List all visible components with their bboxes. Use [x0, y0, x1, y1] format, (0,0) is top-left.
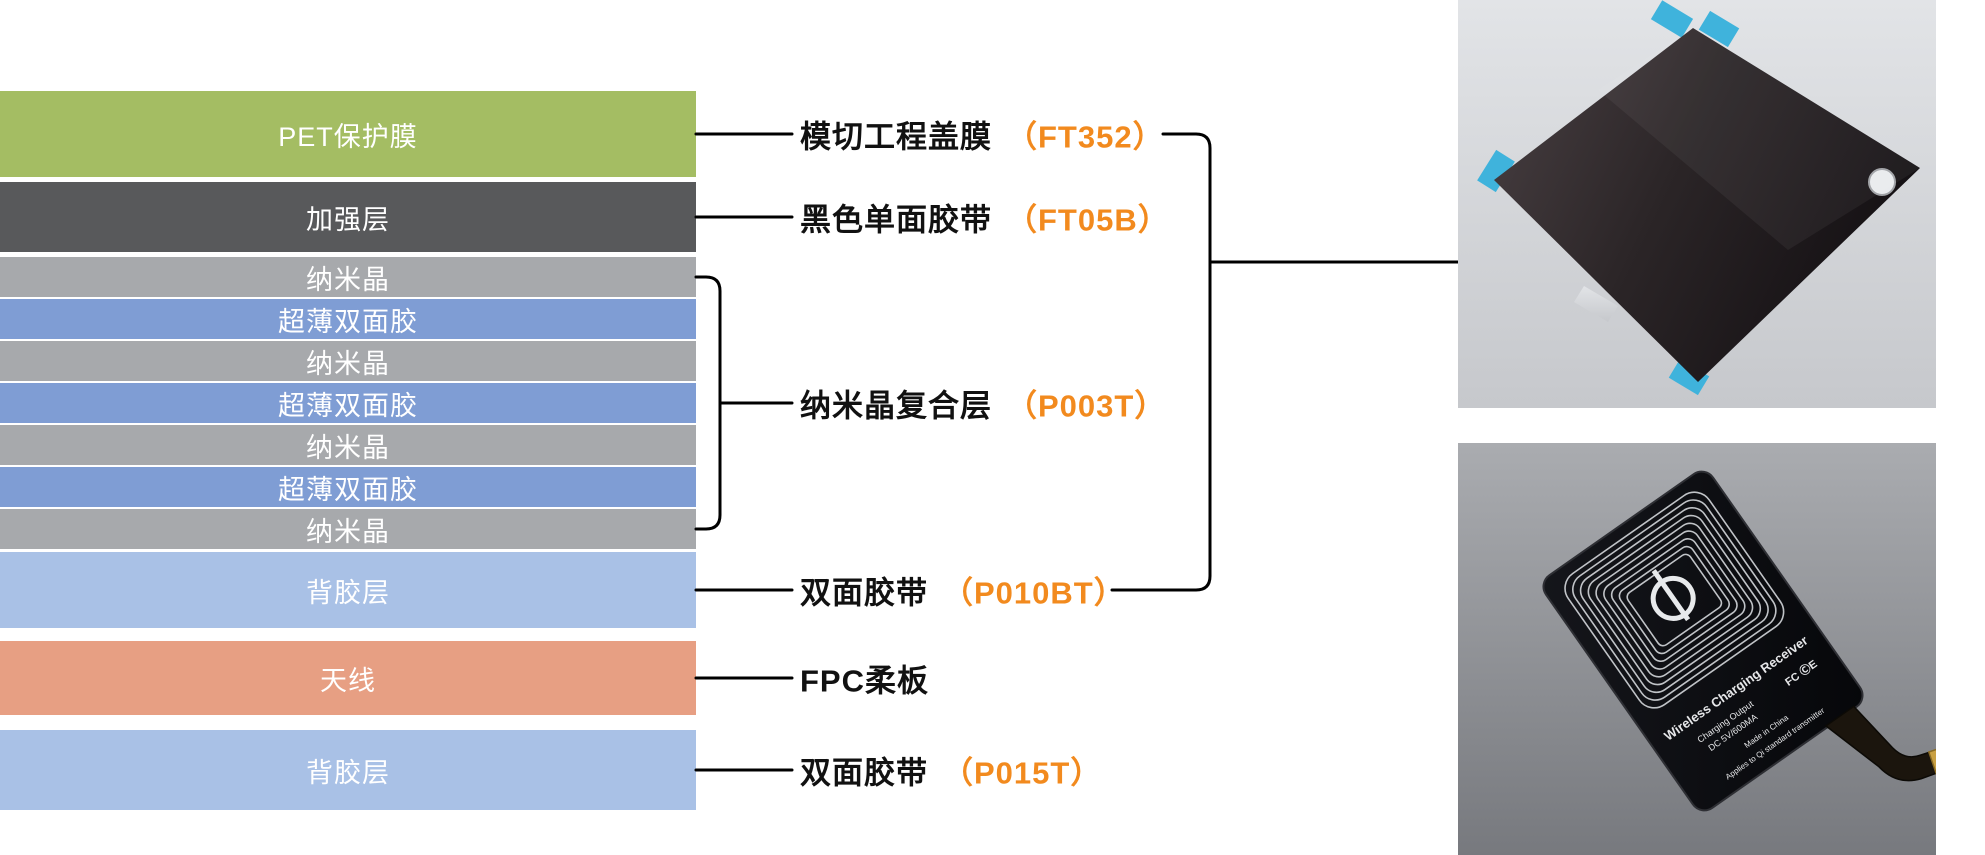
layer-row-2: 纳米晶: [0, 257, 696, 297]
layer-label: 背胶层: [306, 757, 390, 788]
callout-label-4: FPC柔板: [800, 656, 943, 701]
layer-label: 纳米晶: [306, 432, 390, 463]
callout-part: （FT352）: [1006, 119, 1165, 155]
callout-part: （FT05B）: [1006, 202, 1170, 238]
qi-logo-icon: [1650, 569, 1696, 622]
layer-row-7: 超薄双面胶: [0, 467, 696, 507]
layer-row-6: 纳米晶: [0, 425, 696, 465]
layer-label: 背胶层: [306, 577, 390, 608]
layer-label: PET保护膜: [278, 121, 418, 152]
layer-row-0: PET保护膜: [0, 91, 696, 177]
callout-label-1: 黑色单面胶带 （FT05B）: [800, 195, 1170, 240]
callout-name: 纳米晶复合层: [800, 388, 992, 424]
layer-row-8: 纳米晶: [0, 509, 696, 549]
callout-label-0: 模切工程盖膜 （FT352）: [800, 112, 1165, 157]
wireless-receiver-illustration: Wireless Charging Receiver Charging Outp…: [1458, 443, 1936, 855]
layer-label: 天线: [320, 665, 376, 696]
callout-name: 黑色单面胶带: [800, 202, 992, 238]
layer-label: 超薄双面胶: [278, 306, 418, 337]
layer-row-3: 超薄双面胶: [0, 299, 696, 339]
callout-label-3: 双面胶带 （P010BT）: [800, 568, 1126, 613]
layer-label: 纳米晶: [306, 264, 390, 295]
nanocrystalline-sheet-illustration: [1458, 0, 1936, 408]
nanocrystalline-sheet-photo: [1458, 0, 1936, 408]
nano-group-bracket: [694, 275, 722, 531]
callout-label-2: 纳米晶复合层 （P003T）: [800, 381, 1166, 426]
nanocrystalline-sheet: [1494, 28, 1920, 382]
receiver-card-group: Wireless Charging Receiver Charging Outp…: [1542, 470, 1936, 812]
callout-part: （P015T）: [942, 755, 1103, 791]
layer-label: 纳米晶: [306, 348, 390, 379]
sheet-sheen: [1598, 28, 1920, 250]
callout-part: （P010BT）: [942, 575, 1126, 611]
layer-label: 加强层: [306, 204, 390, 235]
layer-row-1: 加强层: [0, 182, 696, 252]
layer-label: 超薄双面胶: [278, 474, 418, 505]
layer-label: 超薄双面胶: [278, 390, 418, 421]
callout-name: 双面胶带: [800, 575, 928, 611]
layer-stack: PET保护膜 加强层 纳米晶 超薄双面胶 纳米晶 超薄双面胶 纳米晶 超薄双面胶…: [0, 91, 696, 810]
coil-pattern: [1564, 491, 1785, 709]
sheet-notch: [1574, 286, 1618, 322]
callout-name: FPC柔板: [800, 663, 929, 699]
layer-row-10: 天线: [0, 641, 696, 715]
layer-row-4: 纳米晶: [0, 341, 696, 381]
callout-label-5: 双面胶带 （P015T）: [800, 748, 1102, 793]
callout-part: （P003T）: [1006, 388, 1167, 424]
cyan-tab-icons: [1477, 0, 1740, 396]
layer-label: 纳米晶: [306, 516, 390, 547]
wireless-receiver-photo: Wireless Charging Receiver Charging Outp…: [1458, 443, 1936, 855]
layer-row-9: 背胶层: [0, 552, 696, 628]
callout-name: 双面胶带: [800, 755, 928, 791]
gold-connector: [1927, 736, 1936, 778]
layer-row-11: 背胶层: [0, 730, 696, 810]
layer-row-5: 超薄双面胶: [0, 383, 696, 423]
callout-name: 模切工程盖膜: [800, 119, 992, 155]
sheet-hole: [1868, 168, 1896, 196]
